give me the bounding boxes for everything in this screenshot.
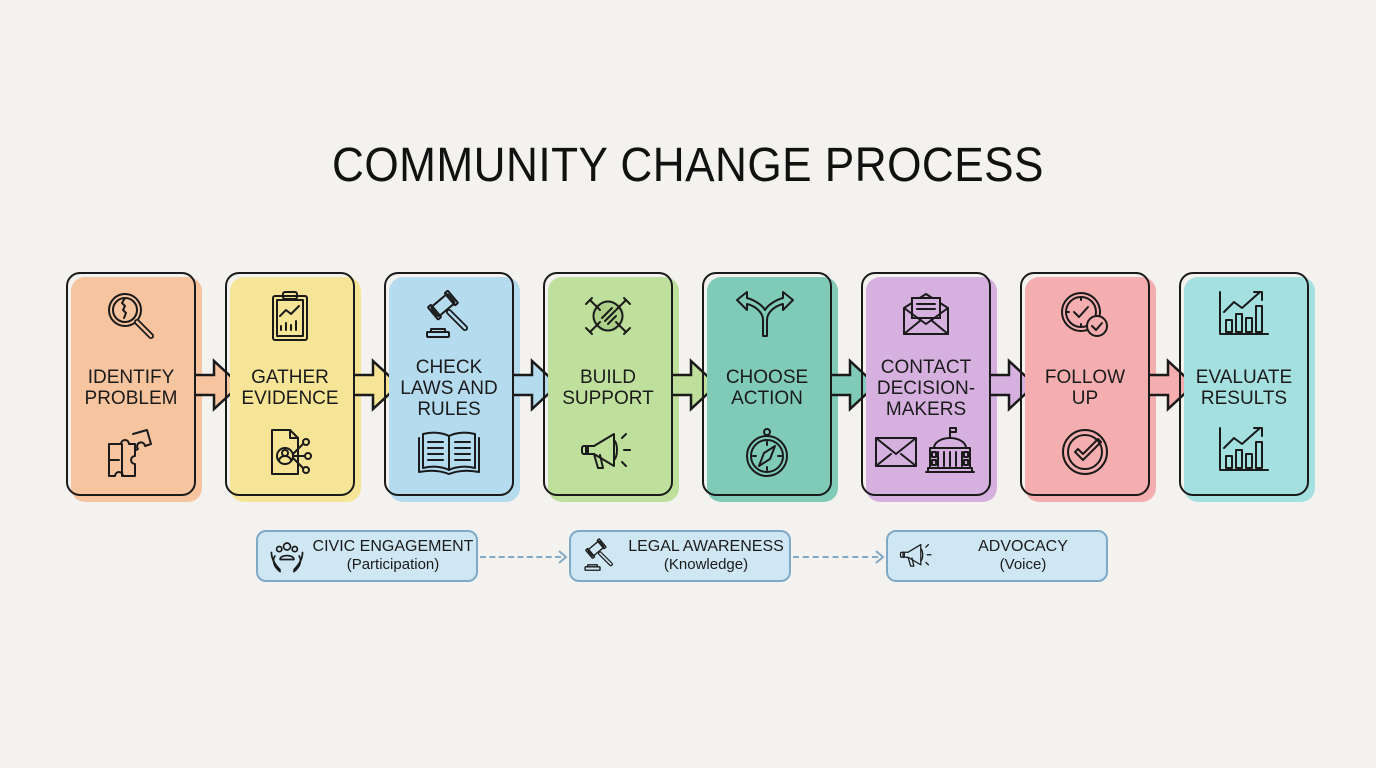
- step-card-5: CHOOSE ACTION: [702, 272, 838, 502]
- step-label: CHOOSE ACTION: [725, 367, 809, 409]
- fork-arrows-icon: [702, 288, 832, 340]
- clipboard-chart-icon: [225, 288, 355, 344]
- legend-title: CIVIC ENGAGEMENT: [312, 538, 474, 555]
- legend-item-advocacy: ADVOCACY(Voice): [886, 530, 1108, 582]
- step-label: IDENTIFY PROBLEM: [84, 367, 178, 409]
- step-label: FOLLOW UP: [1044, 367, 1126, 409]
- step-label: CHECK LAWS AND RULES: [400, 356, 498, 420]
- check-circle-icon: [1020, 424, 1150, 480]
- step-label: BUILD SUPPORT: [562, 367, 654, 409]
- card-frame: [543, 272, 673, 496]
- card-fill: [230, 277, 361, 502]
- arrowhead-icon: [874, 549, 886, 570]
- step-card-6: CONTACT DECISION- MAKERS: [861, 272, 997, 502]
- puzzle-icon: [66, 424, 196, 480]
- hands-together-icon: [543, 288, 673, 344]
- card-fill: [707, 277, 838, 502]
- step-card-2: GATHER EVIDENCE: [225, 272, 361, 502]
- compass-icon: [702, 424, 832, 480]
- card-frame: [702, 272, 832, 496]
- step-label: GATHER EVIDENCE: [241, 367, 339, 409]
- megaphone-icon: [894, 537, 940, 575]
- card-frame: [861, 272, 991, 496]
- gavel-icon: [384, 288, 514, 344]
- open-book-icon: [384, 424, 514, 480]
- page-title: COMMUNITY CHANGE PROCESS: [332, 139, 1044, 192]
- step-label: EVALUATE RESULTS: [1195, 367, 1293, 409]
- megaphone-icon: [543, 424, 673, 480]
- legend-item-civic-engagement: CIVIC ENGAGEMENT(Participation): [256, 530, 478, 582]
- legend-subtitle: (Voice): [999, 556, 1047, 573]
- open-envelope-icon: [861, 288, 991, 340]
- step-card-1: IDENTIFY PROBLEM: [66, 272, 202, 502]
- document-network-icon: [225, 424, 355, 480]
- legend-item-legal-awareness: LEGAL AWARENESS(Knowledge): [569, 530, 791, 582]
- card-fill: [1025, 277, 1156, 502]
- card-frame: [225, 272, 355, 496]
- card-frame: [66, 272, 196, 496]
- gavel-icon: [577, 537, 623, 575]
- card-frame: [384, 272, 514, 496]
- dashed-connector: [793, 556, 878, 558]
- card-fill: [1184, 277, 1315, 502]
- growth-chart-icon: [1179, 424, 1309, 476]
- step-card-3: CHECK LAWS AND RULES: [384, 272, 520, 502]
- step-card-8: EVALUATE RESULTS: [1179, 272, 1315, 502]
- legend-title: LEGAL AWARENESS: [628, 538, 784, 555]
- card-frame: [1179, 272, 1309, 496]
- dashed-connector: [480, 556, 561, 558]
- people-hands-icon: [264, 537, 310, 575]
- legend-subtitle: (Knowledge): [663, 556, 749, 573]
- step-label: CONTACT DECISION- MAKERS: [876, 356, 976, 420]
- card-frame: [1020, 272, 1150, 496]
- legend-title: ADVOCACY: [978, 538, 1068, 555]
- step-card-7: FOLLOW UP: [1020, 272, 1156, 502]
- arrowhead-icon: [557, 549, 569, 570]
- growth-chart-icon: [1179, 288, 1309, 340]
- clock-check-icon: [1020, 288, 1150, 344]
- envelope-capitol-icon: [861, 424, 991, 476]
- step-card-4: BUILD SUPPORT: [543, 272, 679, 502]
- legend-subtitle: (Participation): [346, 556, 440, 573]
- magnifier-icon: [66, 288, 196, 344]
